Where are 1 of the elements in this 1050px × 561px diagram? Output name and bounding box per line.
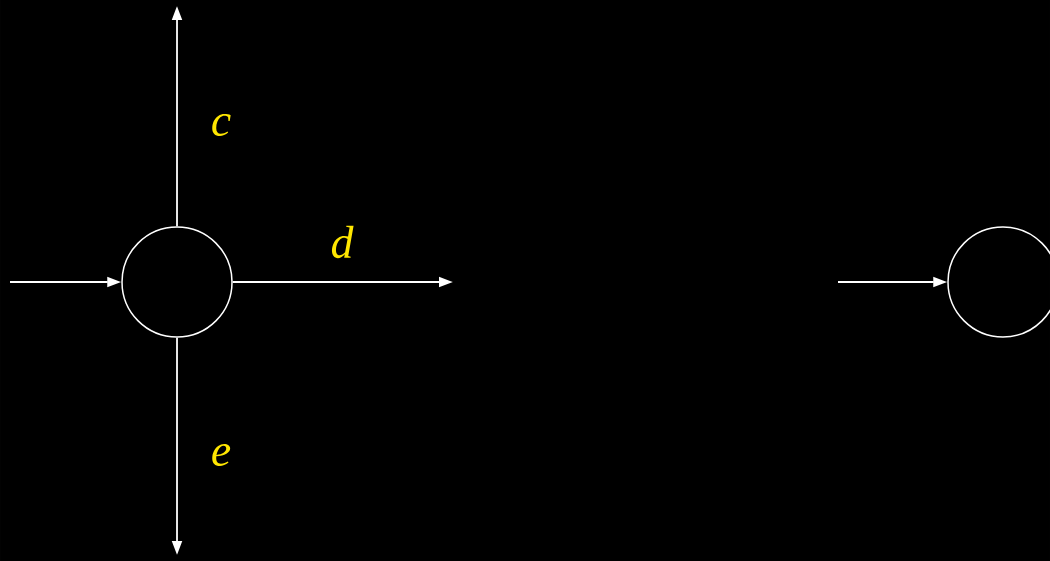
circle-node <box>121 226 233 338</box>
